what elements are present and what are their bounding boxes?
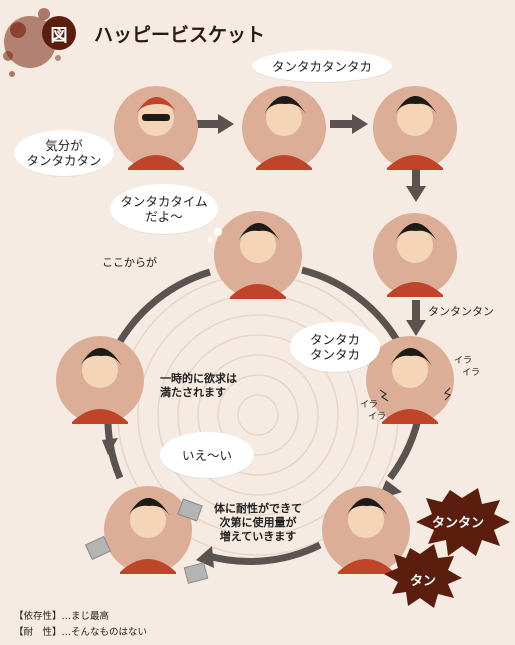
label-ira-4: イラ (368, 412, 387, 422)
label-ira-3: イラ (360, 400, 379, 410)
legend-dependency: 【依存性】…まじ最高 (14, 611, 110, 622)
bubble-kibunga-line1: 気分が (45, 138, 83, 153)
bubble-tantaka-time-line2: だよ～ (145, 209, 183, 224)
person-figure-3 (387, 96, 443, 170)
agitation-marks (379, 387, 452, 402)
bubble-tantaka-mid: タンタカ タンタカ (290, 322, 380, 372)
bubble-tantaka-mid-line1: タンタカ (309, 332, 360, 347)
label-kokokara: ここからが (102, 256, 157, 269)
person-figure-2 (256, 96, 312, 170)
bubble-tantaka-top-text: タンタカタンタカ (271, 58, 372, 74)
thought-dots (207, 228, 222, 243)
label-satisfied: 一時的に欲求は 満たされます (160, 372, 237, 400)
label-tolerance: 体に耐性ができて 次第に使用量が 増えていきます (214, 502, 302, 544)
label-tolerance-line3: 増えていきます (219, 530, 297, 543)
bubble-kibunga: 気分が タンタカタン (14, 130, 114, 176)
label-ira-2: イラ (462, 368, 481, 378)
bubble-iee-text: いえ～い (181, 447, 232, 463)
label-tolerance-line2: 次第に使用量が (219, 516, 297, 529)
burst-tantan-text: タンタン (432, 516, 485, 531)
bubble-iee: いえ～い (160, 432, 254, 478)
bubble-tantaka-mid-line2: タンタカ (309, 347, 360, 362)
person-figure-1 (128, 97, 184, 170)
label-tantantan: タンタンタン (428, 305, 494, 318)
label-satisfied-line2: 満たされます (160, 386, 226, 399)
label-satisfied-line1: 一時的に欲求は (160, 372, 237, 385)
burst-shapes (384, 488, 510, 608)
label-ira-1: イラ (454, 356, 473, 366)
page-title: ハッピービスケット (94, 24, 266, 46)
legend-tolerance: 【耐 性】…そんなものはない (14, 627, 148, 638)
title-area: 図 ハッピービスケット (22, 10, 282, 54)
person-figure-7 (382, 348, 438, 424)
person-figure-5 (230, 223, 286, 299)
figure-badge: 図 (42, 16, 76, 50)
bubble-tantaka-time-line1: タンタカタイム (120, 194, 208, 209)
person-figure-9 (338, 498, 394, 574)
bubble-tantaka-time: タンタカタイム だよ～ (110, 184, 218, 234)
burst-tan-text: タン (410, 574, 437, 589)
person-figure-6 (72, 348, 128, 424)
person-circles (56, 86, 457, 574)
bubble-tantaka-top: タンタカタンタカ (252, 50, 392, 82)
bubble-kibunga-line2: タンタカタン (26, 153, 102, 168)
flow-arrows (196, 114, 426, 336)
person-figure-4 (387, 223, 443, 297)
person-figure-8 (120, 498, 176, 574)
label-tolerance-line1: 体に耐性ができて (214, 502, 302, 515)
biscuit-packets (84, 498, 209, 584)
